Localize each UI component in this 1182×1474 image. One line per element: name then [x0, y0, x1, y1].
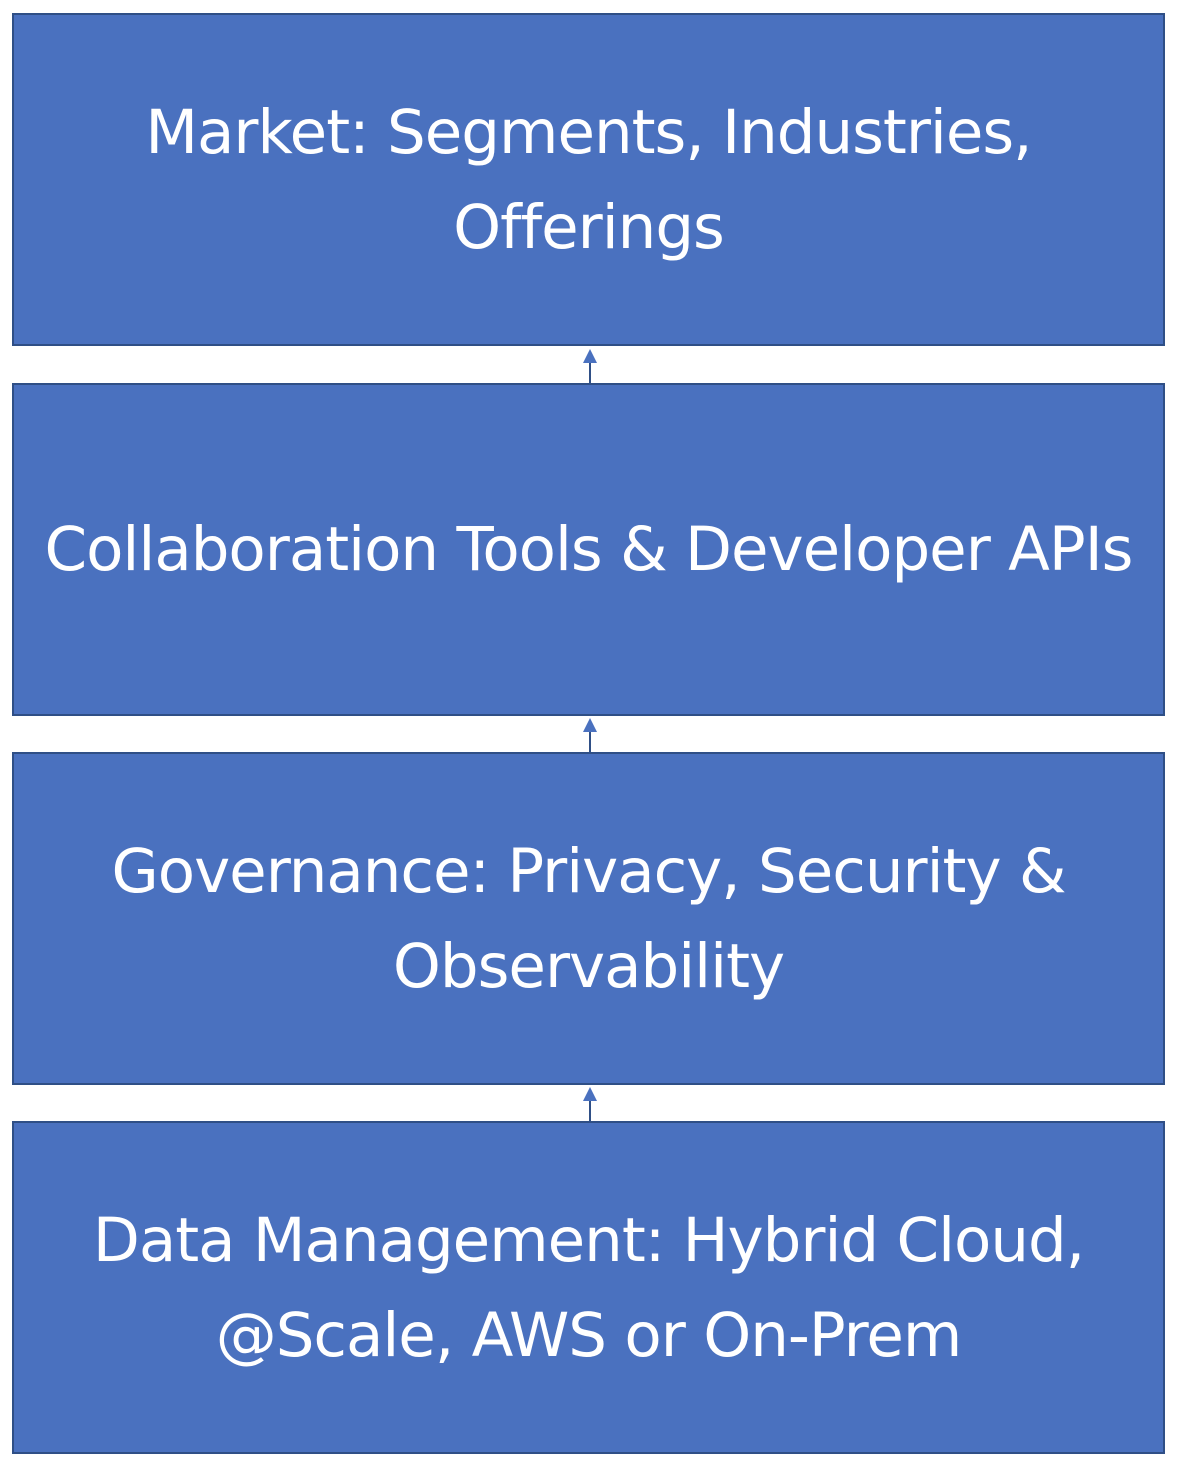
arrow-up-icon	[580, 716, 600, 752]
arrow-up-icon	[580, 1085, 600, 1121]
layer-market-label: Market: Segments, Industries, Offerings	[145, 96, 1032, 263]
layer-governance: Governance: Privacy, Security & Observab…	[12, 752, 1165, 1085]
layer-collaboration: Collaboration Tools & Developer APIs	[12, 383, 1165, 716]
layer-market: Market: Segments, Industries, Offerings	[12, 13, 1165, 346]
layer-data-management: Data Management: Hybrid Cloud, @Scale, A…	[12, 1121, 1165, 1454]
layer-governance-label: Governance: Privacy, Security & Observab…	[111, 835, 1066, 1002]
arrow-up-icon	[580, 347, 600, 383]
layer-collaboration-label: Collaboration Tools & Developer APIs	[44, 514, 1134, 585]
layer-data-management-label: Data Management: Hybrid Cloud, @Scale, A…	[92, 1204, 1085, 1371]
